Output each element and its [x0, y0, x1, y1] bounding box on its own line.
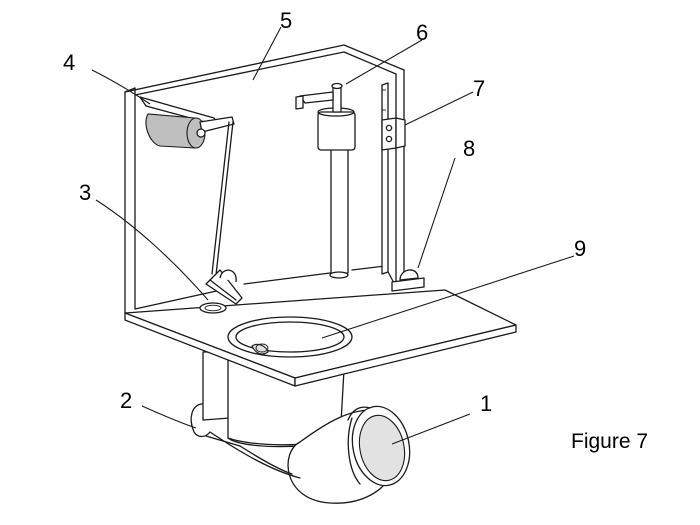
- callout-8: 8: [463, 136, 475, 161]
- callout-3: 3: [79, 180, 91, 205]
- callout-1: 1: [480, 391, 492, 416]
- callout-2: 2: [120, 388, 132, 413]
- figure-caption: Figure 7: [571, 430, 648, 453]
- control-box: [382, 118, 405, 150]
- callout-5: 5: [280, 8, 292, 33]
- callout-7: 7: [473, 76, 485, 101]
- enclosure: [125, 45, 404, 313]
- faucet: [296, 84, 355, 279]
- wash-basin: [228, 317, 352, 357]
- callout-6: 6: [416, 20, 428, 45]
- callout-4: 4: [63, 50, 75, 75]
- sensor-rail: [382, 83, 388, 274]
- callout-9: 9: [574, 236, 586, 261]
- motor-lever: [140, 97, 234, 275]
- sensor: [392, 270, 424, 291]
